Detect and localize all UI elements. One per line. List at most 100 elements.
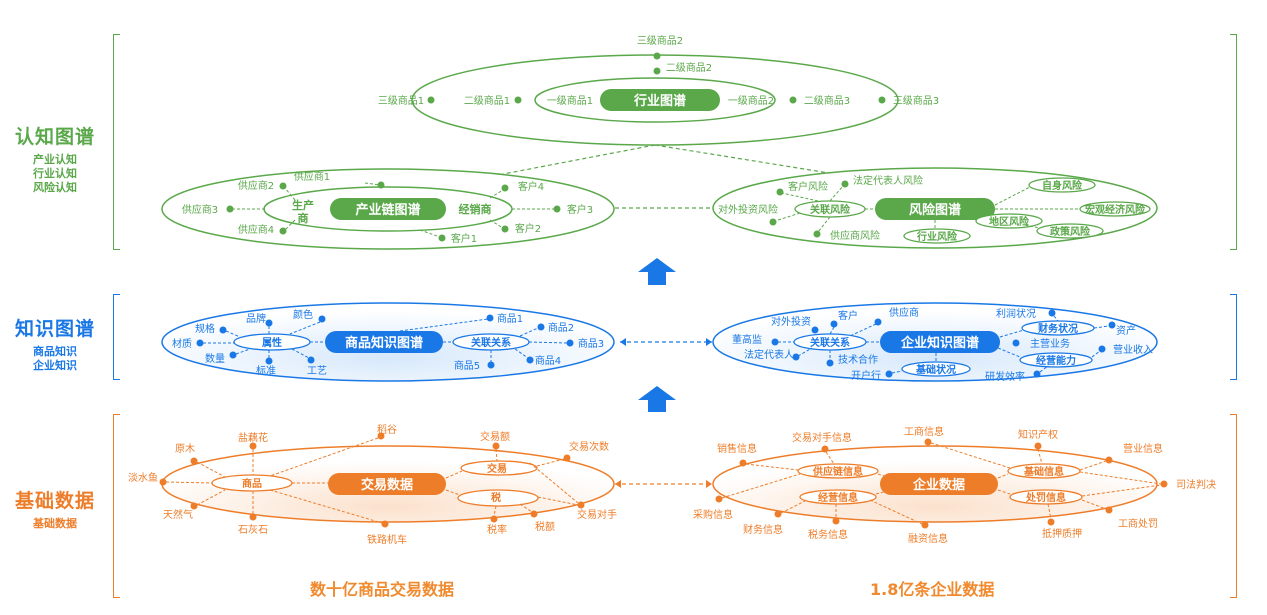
trade-gas: 天然气 [163,508,193,521]
product-kg-relation-label: 关联关系 [471,336,511,349]
risk-customer: 客户风险 [788,180,828,193]
enterprise-supply-node [797,463,879,479]
arrow-up-icon-1 [638,258,676,285]
caption-trade-volume: 数十亿商品交易数据 [310,580,455,599]
enterprise-kg-main-business: 主营业务 [1030,337,1070,350]
enterprise-kg-customer: 客户 [838,309,858,322]
chain-customer2: 客户2 [515,222,541,235]
enterprise-kg-revenue: 营业收入 [1113,343,1153,356]
trade-trade-label: 交易 [487,462,507,475]
industry-l3-right: 三级商品3 [893,94,939,107]
industry-dot-l2-right [789,96,797,104]
chain-dot-supplier4 [279,227,287,235]
enterprise-kg-asset: 资产 [1116,324,1136,337]
chain-customer4: 客户4 [518,180,544,193]
chain-supplier3: 供应商3 [182,203,218,216]
bracket-knowledge-left [113,294,120,380]
enterprise-supply-label: 供应链信息 [812,465,863,478]
enterprise-penalty-label: 处罚信息 [1025,491,1066,504]
enterprise-mortgage: 抵押质押 [1042,527,1082,540]
enterprise-business: 营业信息 [1123,442,1163,455]
layer-cognitive-sub-3: 风险认知 [33,181,77,194]
risk-pill-industry [903,228,971,244]
industry-l1-left: 一级商品1 [547,94,593,107]
chain-dot-customer4 [501,184,509,192]
trade-tax-label: 税 [491,491,501,504]
chain-dot-customer1 [438,234,446,242]
product-kg-standard: 标准 [256,365,276,377]
product-kg-p1: 商品1 [497,312,523,325]
product-kg-center-label: 商品知识图谱 [345,335,423,351]
risk-center-node [875,198,995,220]
industry-l3-top: 三级商品2 [637,34,683,47]
chain-supplier2: 供应商2 [238,179,274,192]
chain-supplier1: 供应商1 [294,170,330,183]
enterprise-ip: 知识产权 [1018,428,1058,441]
enterprise-admin-penalty: 工商处罚 [1118,517,1158,530]
layer-cognitive-sub-2: 行业认知 [33,167,77,180]
layer-knowledge-title: 知识图谱 [14,318,95,340]
enterprise-tax: 税务信息 [808,528,848,541]
layer-basic-title: 基础数据 [14,490,95,512]
trade-rice: 稻谷 [377,424,397,436]
industry-dot-l2-top [653,67,661,75]
enterprise-data-center [880,473,998,495]
product-kg-quantity: 数量 [205,352,225,365]
product-kg-brand: 品牌 [246,312,266,325]
trade-trade-node [460,460,538,476]
risk-pill-self [1028,177,1096,193]
industry-dot-l3-top [653,52,661,60]
risk-pill-self-label: 自身风险 [1042,179,1083,192]
chain-customer1: 客户1 [451,232,477,245]
industry-center-label: 行业图谱 [633,93,686,109]
risk-pill-industry-label: 行业风险 [916,230,958,243]
industry-l2-left: 二级商品1 [464,94,510,107]
chain-dot-supplier1 [279,182,287,190]
industry-l2-right: 二级商品3 [804,94,850,107]
bracket-basic-left [113,414,120,598]
layer-basic-sub-1: 基础数据 [33,517,77,530]
risk-center-label: 风险图谱 [909,202,961,218]
trade-locomotive: 铁路机车 [367,533,407,546]
bracket-knowledge-right [1230,294,1237,380]
product-kg-center [325,331,443,353]
product-kg-p4: 商品4 [535,354,561,367]
risk-relation-label: 关联风险 [810,203,851,216]
trade-product-label: 商品 [242,477,262,490]
enterprise-sales: 销售信息 [717,442,757,455]
industry-l2-top: 二级商品2 [666,61,712,74]
trade-limestone: 石灰石 [238,523,268,536]
knowledge-layer: 商品知识图谱 属性 品牌 颜色 规格 材质 数量 标准 工艺 关联关系 商品1 … [161,302,1158,383]
industry-l1-right: 一级商品2 [728,94,774,107]
enterprise-kg-relation-label: 关联关系 [810,336,850,349]
trade-counterparty: 交易对手 [577,508,617,521]
enterprise-counterparty: 交易对手信息 [792,431,852,444]
enterprise-basic-label: 基础信息 [1023,465,1064,478]
risk-pill-macro-label: 宏观经济风险 [1085,203,1146,216]
risk-supplier: 供应商风险 [830,229,880,242]
risk-investment: 对外投资风险 [718,203,778,216]
product-kg-color: 颜色 [293,308,313,321]
cognitive-layer: 行业图谱 一级商品1 一级商品2 二级商品1 三级商品1 二级商品2 三级商品2… [161,34,1158,250]
bracket-basic-right [1230,414,1237,598]
chain-center-node [330,198,446,220]
enterprise-kg-executives: 董高监 [732,333,762,346]
risk-legal: 法定代表人风险 [853,174,923,187]
trade-amount: 交易额 [480,430,510,443]
risk-pill-policy [1036,223,1104,239]
enterprise-registry: 工商信息 [904,425,944,438]
enterprise-kg-basic-node [901,361,971,377]
enterprise-financing: 融资信息 [908,532,948,545]
industry-center-node [600,89,720,111]
risk-pill-policy-label: 政策风险 [1050,225,1091,238]
chain-dot-customer3 [553,205,561,213]
enterprise-kg-legal: 法定代表人 [744,348,794,361]
enterprise-kg-basic-label: 基础状况 [915,363,956,376]
trade-salt: 盐藕花 [238,431,268,444]
bracket-cognitive-left [113,34,120,250]
trade-fish: 淡水鱼 [128,471,158,484]
enterprise-kg-ability-label: 经营能力 [1036,354,1076,367]
enterprise-data-center-label: 企业数据 [912,477,965,493]
layer-knowledge-sub-2: 企业知识 [33,359,77,372]
